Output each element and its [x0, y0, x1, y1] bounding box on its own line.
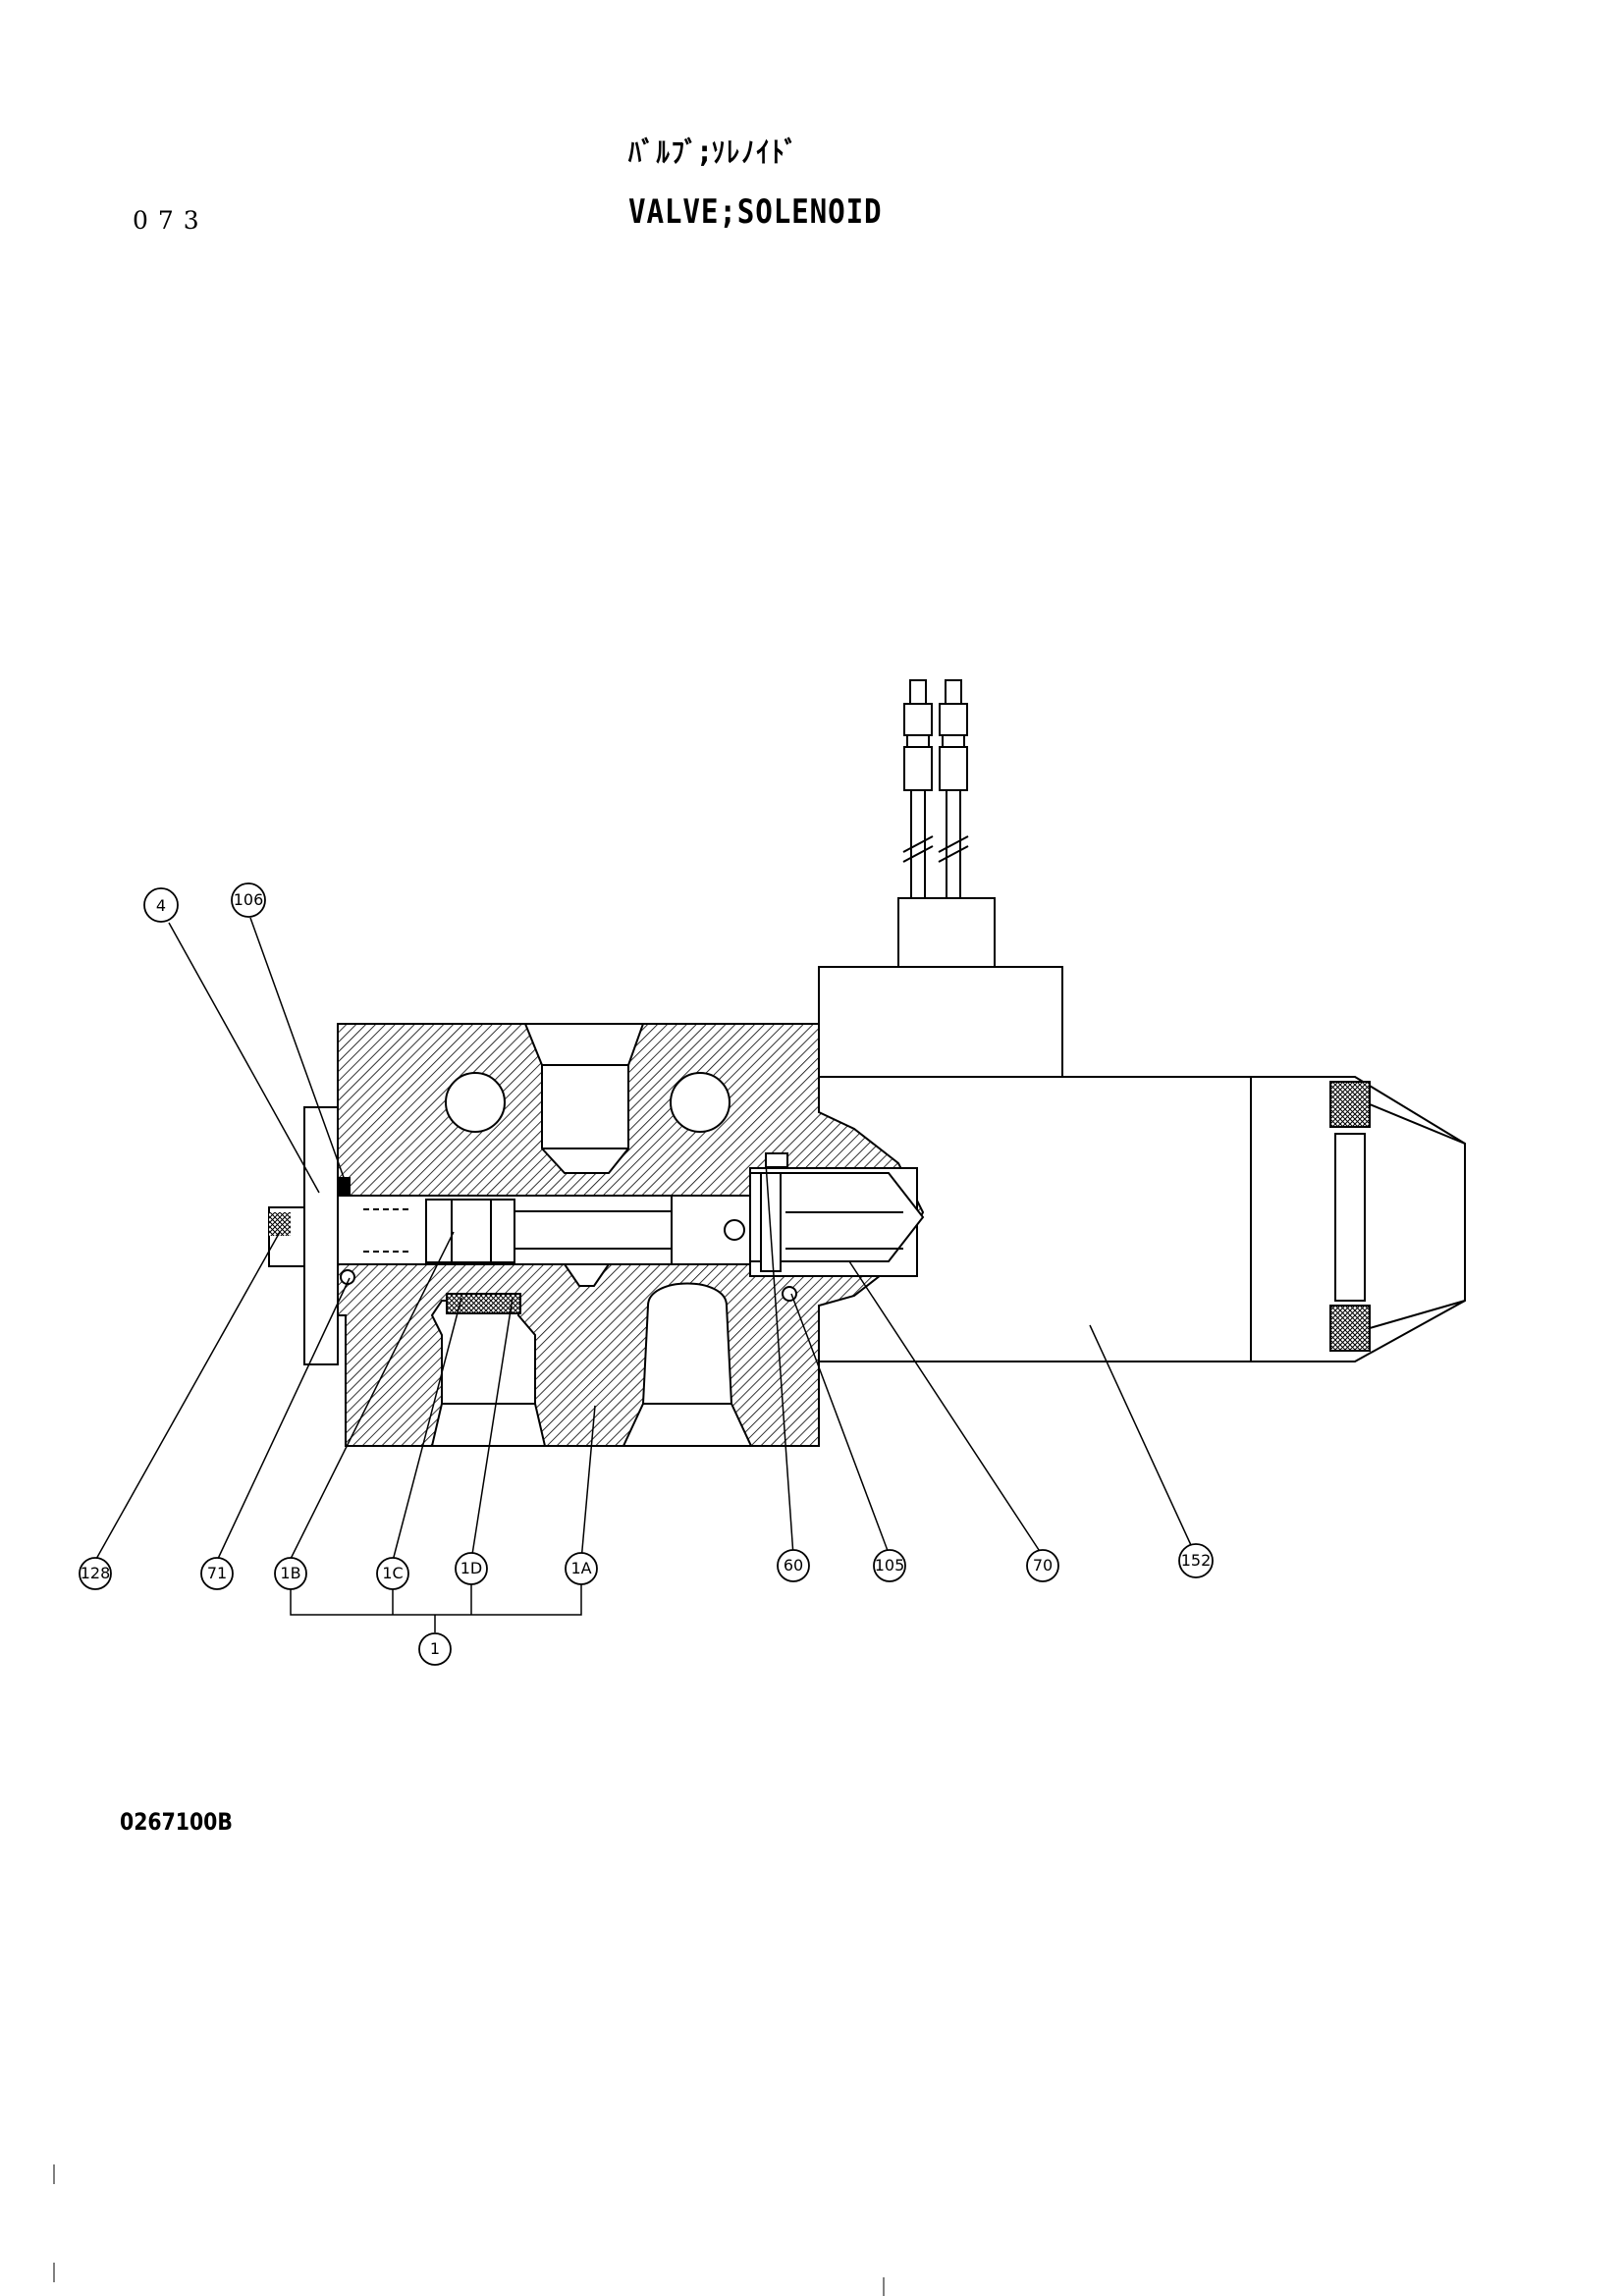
flange-plate [303, 1106, 339, 1365]
callout-1C: 1C [376, 1557, 409, 1590]
spool [425, 1199, 515, 1263]
callout-1D: 1D [455, 1552, 488, 1585]
svg-text:70: 70 [1033, 1556, 1053, 1575]
leader-lines [94, 917, 1197, 1632]
callout-152: 152 [1178, 1543, 1214, 1578]
svg-text:128: 128 [81, 1564, 111, 1582]
top-port [523, 1023, 645, 1174]
callout-106: 106 [231, 882, 266, 918]
drawing-number: 0267100B [120, 1808, 233, 1836]
connector-block [897, 897, 996, 968]
wire-leads [902, 679, 969, 898]
callout-105: 105 [873, 1549, 906, 1582]
svg-text:1C: 1C [382, 1564, 403, 1582]
svg-text:1D: 1D [460, 1559, 483, 1577]
scan-marks [53, 2164, 885, 2296]
svg-text:71: 71 [207, 1564, 227, 1582]
callout-4: 4 [143, 887, 179, 923]
svg-text:4: 4 [156, 896, 166, 915]
port-hole-left [445, 1072, 506, 1133]
bottom-port-right [622, 1282, 753, 1447]
title-english: VALVE;SOLENOID [628, 192, 883, 232]
title-japanese: ﾊﾞﾙﾌﾞ;ｿﾚﾉｲﾄﾞ [628, 135, 799, 169]
svg-text:1B: 1B [280, 1564, 300, 1582]
port-hole-right [670, 1072, 730, 1133]
svg-text:1A: 1A [570, 1559, 591, 1577]
callout-1A: 1A [565, 1552, 598, 1585]
end-cap [1251, 1076, 1466, 1362]
page-number: 073 [133, 206, 209, 235]
callout-1: 1 [418, 1632, 452, 1666]
svg-text:106: 106 [234, 890, 264, 909]
svg-text:60: 60 [784, 1556, 803, 1575]
svg-text:152: 152 [1181, 1551, 1212, 1570]
callout-71: 71 [200, 1557, 234, 1590]
callout-128: 128 [79, 1557, 112, 1590]
terminal-box [818, 966, 1063, 1078]
callout-70: 70 [1026, 1549, 1059, 1582]
svg-text:105: 105 [875, 1556, 905, 1575]
callout-1B: 1B [274, 1557, 307, 1590]
callout-60: 60 [777, 1549, 810, 1582]
svg-text:1: 1 [430, 1639, 440, 1658]
callouts: 4 106 128 71 1B 1C 1D 1A 1 60 105 70 152 [79, 882, 1214, 1666]
